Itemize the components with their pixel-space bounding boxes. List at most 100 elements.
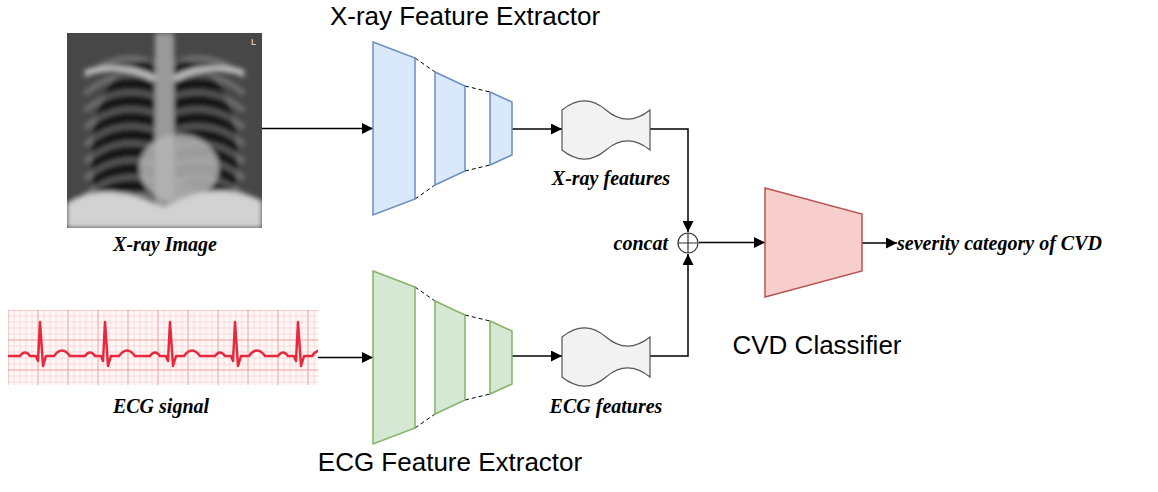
layer-trapezoid: [490, 92, 512, 165]
ecg-trace-image: [8, 310, 318, 385]
grid-line: [302, 310, 303, 385]
concat-circle: [678, 233, 698, 253]
shape-outline: [562, 100, 650, 158]
layer-trapezoid: [435, 301, 465, 414]
grid-line: [212, 310, 213, 385]
extractor-node: ECG Feature Extractor: [373, 271, 512, 444]
image-node: X-ray Image: [67, 33, 262, 228]
flow-arrow: [862, 242, 897, 244]
grid-line: [182, 310, 183, 385]
grid-line: [8, 322, 318, 323]
grid-line: [188, 310, 189, 385]
grid-line: [158, 310, 159, 385]
dashed-link: [415, 185, 435, 199]
image-marker: L: [251, 37, 256, 47]
classifier-trapezoid: [765, 188, 862, 297]
grid-line: [92, 310, 93, 385]
grid-line: [200, 310, 201, 385]
grid-line: [98, 310, 99, 385]
layer-trapezoid: [373, 271, 415, 444]
grid-line: [68, 310, 69, 385]
layer-trapezoid: [490, 321, 512, 394]
dashed-link: [465, 394, 490, 400]
grid-line: [164, 310, 165, 385]
grid-line: [272, 310, 273, 385]
plus-sign: [678, 233, 698, 253]
ecg-paper: [8, 310, 318, 385]
grid-line: [254, 310, 255, 385]
grid-line: [116, 310, 117, 385]
feature-node: X-ray features: [562, 100, 650, 158]
grid-line: [146, 310, 147, 385]
block-caption: severity category of CVD: [897, 231, 1102, 255]
block-caption: X-ray features: [552, 166, 670, 190]
concat-node: concat: [677, 232, 699, 254]
xray-ground: [67, 33, 262, 228]
grid-line: [50, 310, 51, 385]
dashed-link: [415, 58, 435, 72]
feature-banner: [562, 328, 650, 386]
grid-line: [8, 364, 318, 365]
diaphragm: [67, 191, 262, 228]
grid-line: [14, 310, 15, 385]
grid-line: [194, 310, 195, 385]
grid-line: [206, 310, 207, 385]
dashed-link: [415, 287, 435, 301]
shape-outline: [562, 327, 650, 385]
flow-arrow: [512, 355, 562, 357]
feature-banner: [562, 101, 650, 159]
grid-line: [152, 310, 153, 385]
grid-line: [44, 310, 45, 385]
grid-line: [26, 310, 27, 385]
grid-line: [8, 310, 318, 311]
grid-line: [134, 310, 135, 385]
flow-arrow: [318, 357, 373, 359]
grid-line: [62, 310, 63, 385]
block-caption: ECG signal: [113, 394, 209, 418]
grid-line: [110, 310, 111, 385]
grid-line: [8, 310, 9, 385]
grid-line: [308, 310, 309, 385]
grid-line: [8, 352, 318, 353]
xray-anatomy: [67, 33, 262, 228]
shape-outline: [765, 188, 862, 297]
grid-line: [278, 310, 279, 385]
grid-line: [56, 310, 57, 385]
grid-line: [260, 310, 261, 385]
block-title: X-ray Feature Extractor: [330, 2, 600, 30]
dashed-link: [415, 414, 435, 428]
clavicle: [85, 68, 155, 79]
layer-trapezoid: [435, 72, 465, 185]
grid-line: [224, 310, 225, 385]
ecg-grid: [8, 310, 318, 385]
grid-line: [8, 340, 318, 341]
grid-line: [80, 310, 81, 385]
flow-arrow: [650, 254, 688, 356]
grid-line: [8, 328, 318, 329]
grid-line: [218, 310, 219, 385]
grid-line: [8, 376, 318, 377]
image-node: ECG signal: [8, 310, 318, 385]
grid-line: [290, 310, 291, 385]
grid-line: [8, 370, 318, 371]
block-caption: concat: [614, 231, 668, 255]
clavicle: [174, 68, 244, 79]
grid-line: [20, 310, 21, 385]
shape-outline: [373, 42, 512, 215]
dashed-link: [465, 315, 490, 321]
grid-line: [284, 310, 285, 385]
feature-node: ECG features: [562, 327, 650, 385]
heart: [139, 134, 219, 202]
grid-line: [8, 334, 318, 335]
grid-line: [8, 346, 318, 347]
extractor-node: X-ray Feature Extractor: [373, 42, 512, 215]
grid-line: [74, 310, 75, 385]
shape-outline: [677, 232, 699, 254]
flow-arrow: [262, 128, 373, 130]
grid-line: [266, 310, 267, 385]
dashed-link: [465, 86, 490, 92]
grid-line: [242, 310, 243, 385]
grid-line: [8, 358, 318, 359]
grid-line: [128, 310, 129, 385]
